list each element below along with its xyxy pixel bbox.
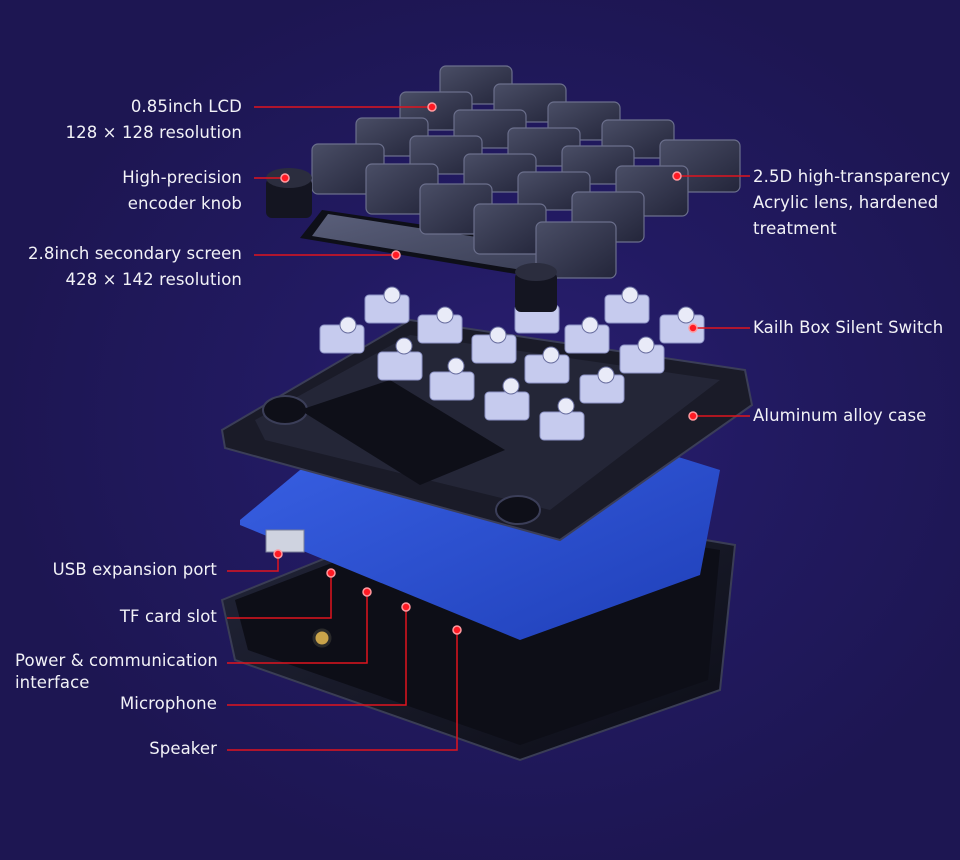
callout-power: Power & communication interface xyxy=(15,650,218,694)
callout-knob: High-precision encoder knob xyxy=(122,165,242,217)
callout-secondary-screen: 2.8inch secondary screen 428 × 142 resol… xyxy=(28,241,242,293)
callout-power-detail: interface xyxy=(15,673,90,692)
callout-switch-title: Kailh Box Silent Switch xyxy=(753,318,944,337)
leader-lines xyxy=(227,106,750,751)
callout-lcd-title: 0.85inch LCD xyxy=(130,97,242,116)
callout-speaker: Speaker xyxy=(149,736,217,762)
callout-usb-title: USB expansion port xyxy=(52,560,217,579)
usb-port-graphic xyxy=(265,529,305,553)
callout-secondary-screen-detail: 428 × 142 resolution xyxy=(65,270,242,289)
callout-case-title: Aluminum alloy case xyxy=(753,406,927,425)
callout-lens-detail: Acrylic lens, hardened xyxy=(753,193,939,212)
callout-lens: 2.5D high-transparency Acrylic lens, har… xyxy=(753,164,950,242)
callout-lens-title: 2.5D high-transparency xyxy=(753,167,951,186)
callout-lcd-detail: 128 × 128 resolution xyxy=(65,123,242,142)
callout-secondary-screen-title: 2.8inch secondary screen xyxy=(27,244,242,263)
callout-speaker-title: Speaker xyxy=(149,739,217,758)
callout-tf-card: TF card slot xyxy=(120,604,217,630)
callout-case: Aluminum alloy case xyxy=(753,403,926,429)
callout-knob-title: High-precision xyxy=(122,168,242,187)
callout-lens-detail-2: treatment xyxy=(753,219,837,238)
secondary-screen-graphic xyxy=(300,210,560,278)
leader-dots xyxy=(273,102,698,635)
screw-icon xyxy=(312,628,332,648)
callout-usb: USB expansion port xyxy=(53,557,217,583)
callout-microphone: Microphone xyxy=(120,691,217,717)
switches xyxy=(319,286,705,441)
lcd-keycaps xyxy=(311,65,741,279)
callout-lcd: 0.85inch LCD 128 × 128 resolution xyxy=(66,94,242,146)
callout-microphone-title: Microphone xyxy=(119,694,217,713)
callout-knob-detail: encoder knob xyxy=(127,194,242,213)
callout-switch: Kailh Box Silent Switch xyxy=(753,315,943,341)
callout-tf-card-title: TF card slot xyxy=(119,607,217,626)
callout-power-title: Power & communication xyxy=(15,651,218,670)
